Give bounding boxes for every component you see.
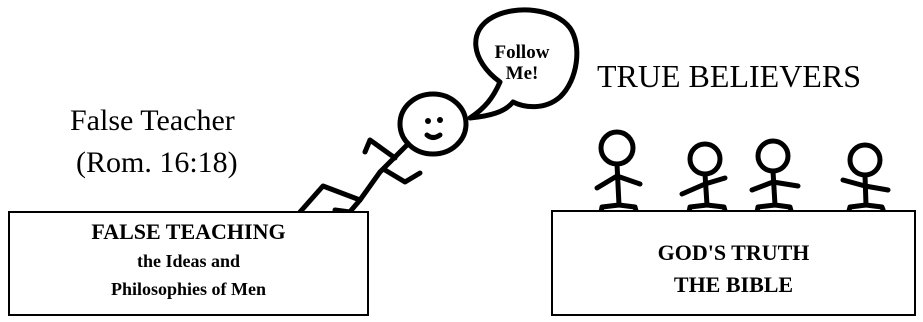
true-believers-title: TRUE BELIEVERS: [597, 58, 861, 94]
gods-truth-heading: GOD'S TRUTH: [657, 240, 810, 265]
teacher-leg-back: [297, 183, 363, 215]
false-teaching-line-2: the Ideas and: [136, 251, 241, 271]
teacher-head: [397, 91, 469, 157]
false-teaching-line-3: Philosophies of Men: [110, 279, 266, 299]
speech-bubble-text: Follow Me!: [482, 42, 562, 84]
false-teaching-heading: FALSE TEACHING: [91, 219, 286, 244]
bible-label: THE BIBLE: [673, 272, 794, 297]
teacher-eye: [425, 118, 431, 124]
false-teaching-box: FALSE TEACHING the Ideas and Philosophie…: [8, 211, 369, 316]
speech-bubble: [467, 7, 580, 121]
believer-figure-3: [749, 138, 801, 221]
believer-figure-4: [840, 142, 891, 221]
teacher-arm-front: [382, 167, 423, 185]
teacher-arm-up: [362, 137, 398, 161]
believer-figure-1: [594, 129, 643, 221]
speech-line-2: Me!: [505, 63, 539, 84]
teacher-eye: [437, 117, 443, 123]
false-teacher-title: False Teacher: [70, 104, 235, 137]
speech-line-1: Follow: [494, 42, 550, 63]
false-teacher-figure: [297, 91, 469, 217]
teacher-mouth: [424, 132, 443, 140]
gods-truth-box: GOD'S TRUTH THE BIBLE: [551, 210, 916, 316]
believer-figure-2: [679, 141, 730, 221]
false-teacher-reference: (Rom. 16:18): [76, 146, 238, 179]
